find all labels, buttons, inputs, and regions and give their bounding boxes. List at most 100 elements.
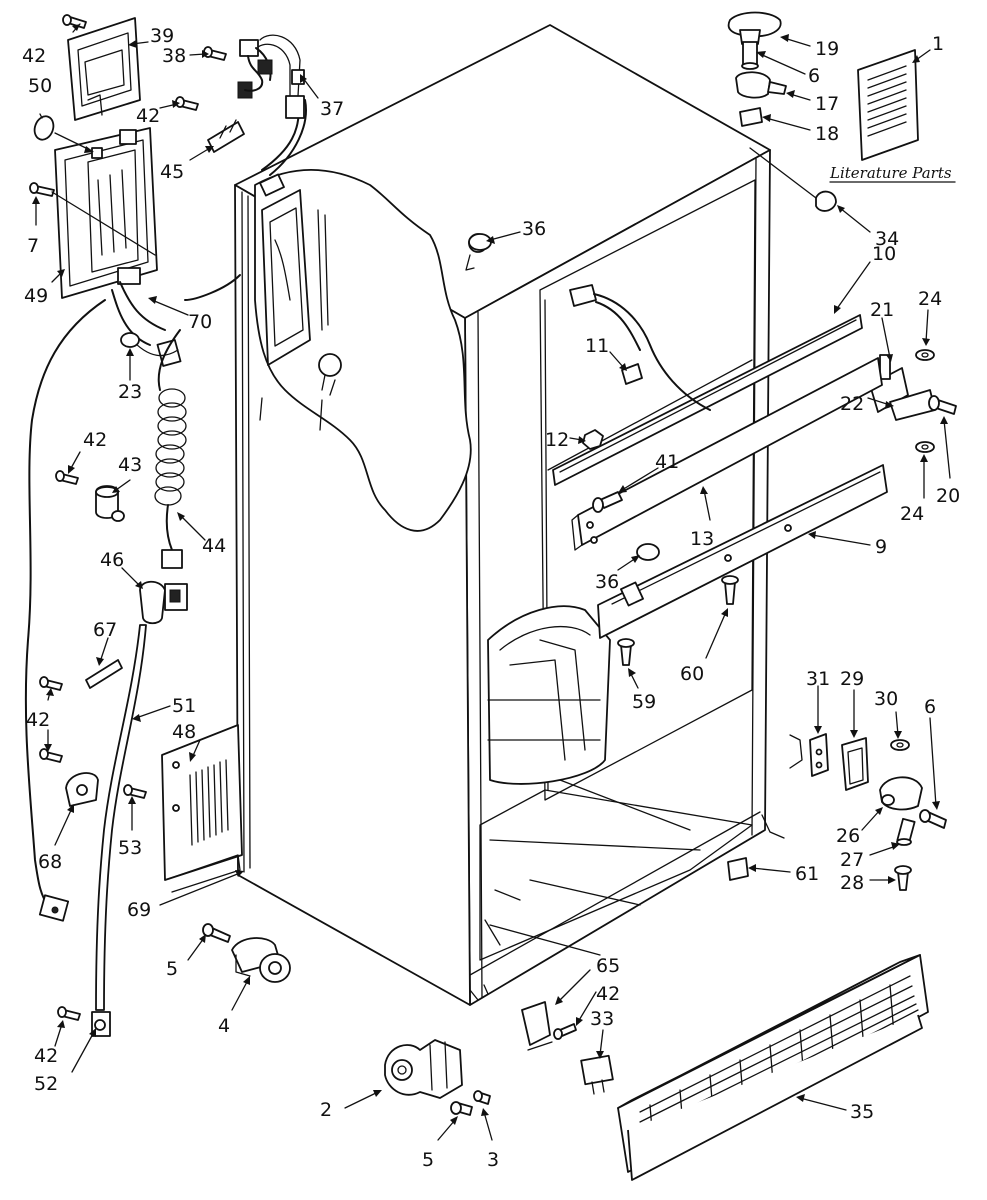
callout-6-top: 6 [808,65,820,87]
wiring-connector-38 [237,39,273,99]
callout-48: 48 [172,721,196,743]
drain-elbow-46 [139,580,188,625]
hinge-17 [735,71,787,99]
callout-42-mid: 42 [136,105,160,127]
control-rail-wiring [569,284,711,411]
callout-59: 59 [632,691,656,713]
callout-52: 52 [34,1073,58,1095]
callout-69: 69 [127,899,151,921]
clip-61 [727,857,749,881]
screw-42-68 [39,748,63,763]
callout-35: 35 [850,1101,874,1123]
bumper-43 [95,485,125,522]
callout-7: 7 [27,235,39,257]
callout-36-top: 36 [522,218,546,240]
nut-12 [582,429,604,450]
clip-45 [207,119,245,153]
strap-67 [85,659,123,689]
screw-5-leg [450,1101,473,1116]
harness-70 [111,281,182,367]
screw-59 [617,638,635,666]
screw-60 [721,575,739,605]
front-rail-13 [571,357,883,551]
louver-panel-48 [161,724,243,893]
callout-27: 27 [840,849,864,871]
plug-34 [815,190,837,212]
power-cord-44 [154,274,241,569]
callout-24-top: 24 [918,288,942,310]
screw-42-52 [57,1006,81,1021]
callout-60: 60 [680,663,704,685]
callout-28: 28 [840,872,864,894]
callout-3: 3 [487,1149,499,1171]
screw-5-roller [202,923,231,943]
literature-1 [857,49,919,161]
hinge-pin-27 [896,817,916,846]
callout-24-bottom: 24 [900,503,924,525]
washer-30 [890,739,910,751]
callout-22: 22 [840,393,864,415]
callout-51: 51 [172,695,196,717]
callout-5-leg: 5 [422,1149,434,1171]
plug-36-rail [636,543,660,561]
callout-46: 46 [100,549,124,571]
callout-36-rail: 36 [595,571,619,593]
shim-18 [739,107,763,127]
callout-6-lower: 6 [924,696,936,718]
toe-grille-35 [617,954,929,1181]
callout-68: 68 [38,851,62,873]
callout-13: 13 [690,528,714,550]
washer-24-top [915,349,935,361]
shelf-rail-10 [552,314,863,486]
callout-37: 37 [320,98,344,120]
callout-61: 61 [795,863,819,885]
leader-lines [32,23,951,1141]
grommet-23 [120,332,140,348]
drain-wire [24,299,106,922]
callout-31: 31 [806,668,830,690]
callout-43: 43 [118,454,142,476]
callout-21: 21 [870,299,894,321]
wiring-harness-37 [254,34,307,176]
callout-10: 10 [872,243,896,265]
callout-42-strap: 42 [26,709,50,731]
screw-42-67 [39,676,63,691]
screw-42-43 [55,470,79,485]
callout-41: 41 [655,451,679,473]
callout-19: 19 [815,38,839,60]
lower-hinge-26 [879,776,923,811]
callout-65: 65 [596,955,620,977]
callout-42-top: 42 [22,45,46,67]
callout-30: 30 [874,688,898,710]
callout-42-clamp: 42 [34,1045,58,1067]
callout-53: 53 [118,837,142,859]
screw-20 [928,395,957,415]
callout-12: 12 [545,429,569,451]
callout-5-roller: 5 [166,958,178,980]
clip-11 [621,363,643,385]
callout-39: 39 [150,25,174,47]
shim-31 [809,733,829,777]
gasket-ring-50 [33,115,55,141]
callout-29: 29 [840,668,864,690]
callout-11: 11 [585,335,609,357]
clip-68 [65,772,99,807]
callout-4: 4 [218,1015,230,1037]
control-panel-49 [54,127,158,299]
tube-clamp-52 [91,1011,111,1037]
screw-28 [894,865,912,891]
callout-42-cord: 42 [83,429,107,451]
callout-67: 67 [93,619,117,641]
hinge-cap-19 [727,11,782,45]
screw-3 [473,1090,491,1105]
callout-34: 34 [875,228,899,250]
hinge-pin-6 [741,41,759,70]
callout-44: 44 [202,535,226,557]
callout-38: 38 [162,45,186,67]
callout-42-bracket: 42 [596,983,620,1005]
callout-26: 26 [836,825,860,847]
screw-7 [29,182,55,197]
literature-parts-caption: Literature Parts [829,164,952,182]
divider-rail-9 [597,464,888,639]
